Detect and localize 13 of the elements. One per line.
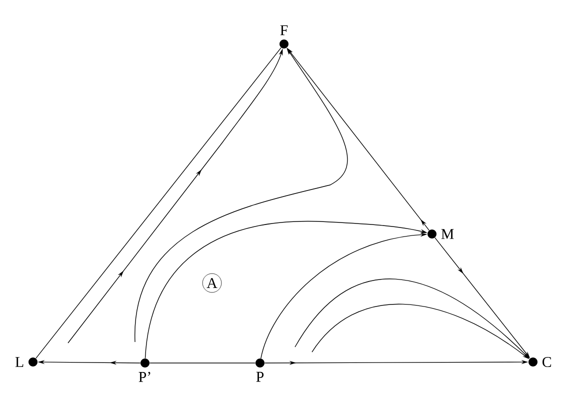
- region-label: A: [202, 273, 222, 293]
- node-label: L: [15, 357, 24, 367]
- equilibrium-point: C: [528, 357, 552, 368]
- equilibrium-point: L: [15, 357, 38, 367]
- equilibrium-point: F: [280, 25, 288, 48]
- equilibrium-point: M: [428, 229, 454, 239]
- equilibrium-point: P: [256, 358, 264, 382]
- node-label: P: [256, 372, 264, 382]
- node-label: C: [542, 356, 552, 368]
- node-label: P’: [138, 372, 150, 382]
- node-label: F: [280, 25, 288, 36]
- node-label: M: [441, 229, 454, 239]
- equilibrium-point: P’: [138, 358, 150, 382]
